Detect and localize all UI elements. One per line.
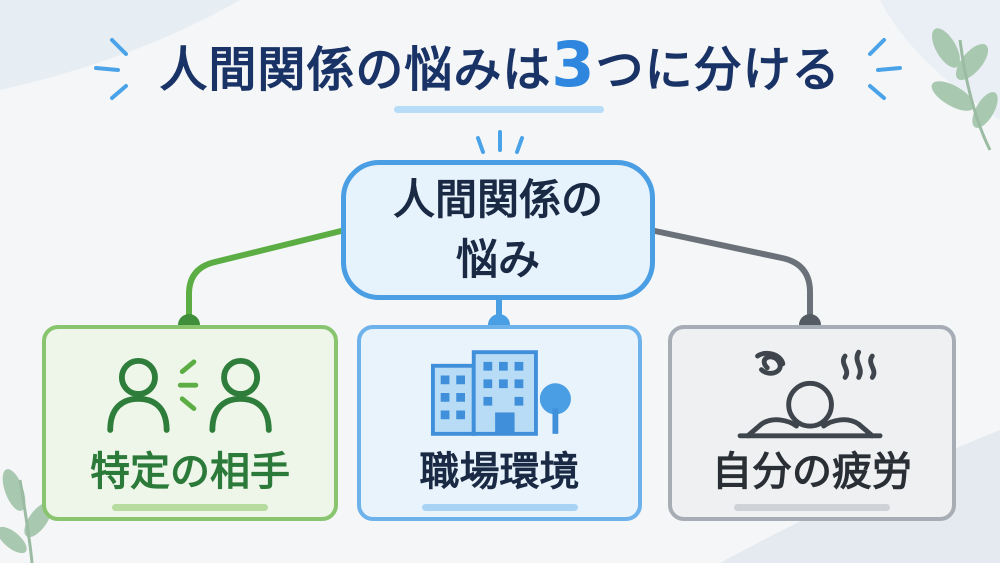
card-specific-person: 特定の相手	[42, 325, 338, 521]
center-line-2: 悩み	[455, 235, 540, 284]
sparkle-decoration	[94, 38, 902, 154]
card-workplace: 職場環境	[357, 325, 642, 521]
title-prefix: 人間関係の悩みは	[159, 42, 552, 98]
card-label-workplace: 職場環境	[419, 449, 580, 495]
card-own-fatigue: 自分の疲労	[668, 325, 956, 521]
two-people-talking-icon	[107, 357, 272, 433]
card-underline	[734, 504, 890, 511]
leaf-decoration-bottom-left	[0, 469, 52, 563]
card-underline	[112, 504, 268, 511]
card-label-own-fatigue: 自分の疲労	[712, 449, 912, 495]
leaf-decoration-top-right	[931, 28, 998, 151]
center-topic-box: 人間関係の 悩み	[341, 160, 655, 300]
office-building-icon	[430, 350, 571, 436]
center-topic-text: 人間関係の 悩み	[393, 170, 603, 290]
card-label-specific-person: 特定の相手	[90, 449, 290, 495]
title-underline	[394, 106, 604, 113]
card-underline	[421, 504, 578, 511]
exhausted-person-icon	[737, 349, 883, 439]
title-suffix: つに分ける	[595, 42, 841, 98]
center-line-1: 人間関係の	[392, 175, 603, 224]
page-title: 人間関係の悩みは3つに分ける	[0, 28, 1000, 101]
title-number: 3	[551, 28, 596, 101]
